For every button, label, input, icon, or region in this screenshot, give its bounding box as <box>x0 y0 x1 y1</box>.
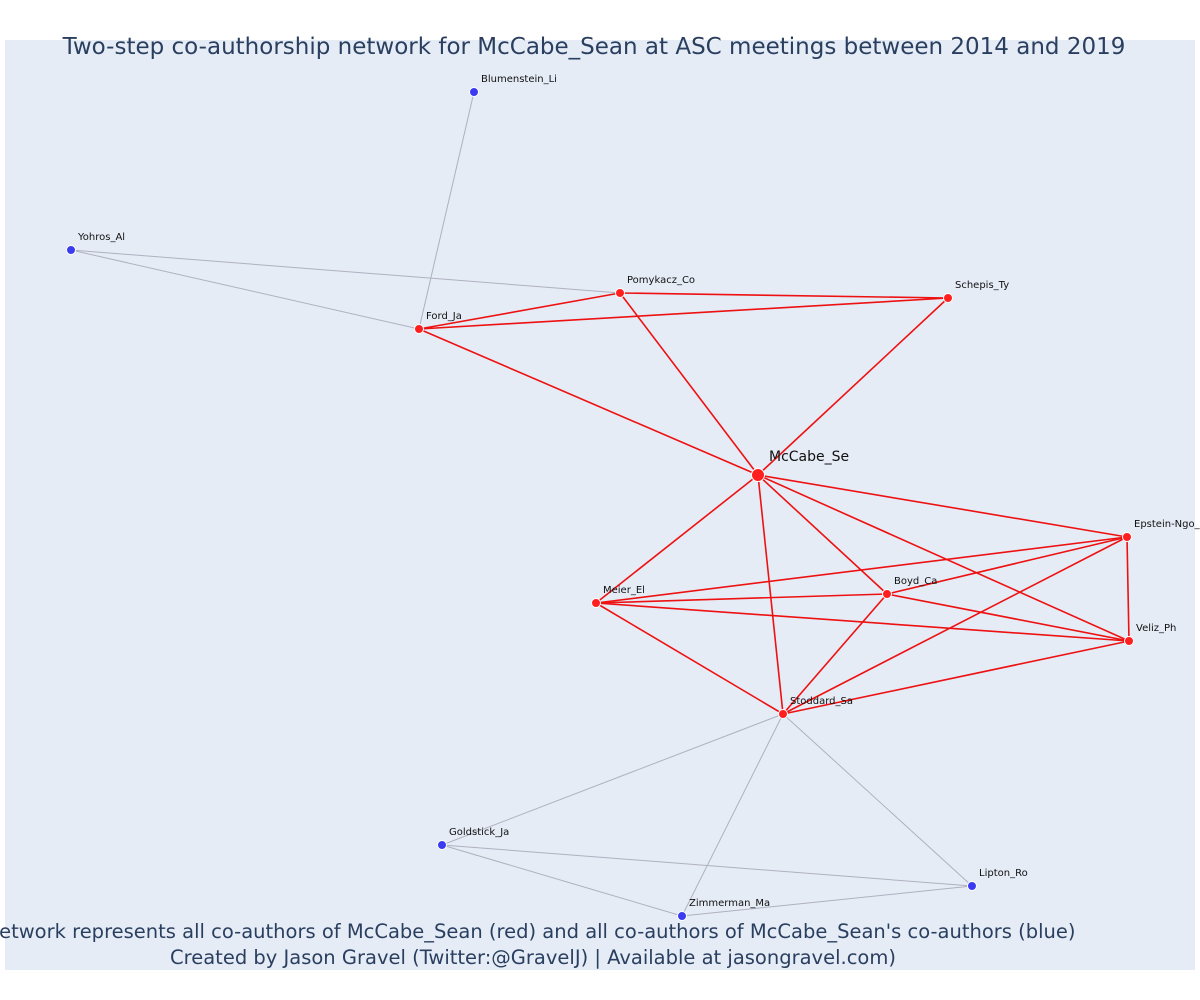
edge-McCabe_Se-Veliz_Ph <box>757 474 1130 642</box>
node-Blumenstein_Li[interactable] <box>469 87 479 97</box>
edge-McCabe_Se-Boyd_Ca <box>757 474 888 595</box>
node-Veliz_Ph[interactable] <box>1124 636 1134 646</box>
edge-McCabe_Se-Stoddard_Sa <box>757 474 784 715</box>
edge-Boyd_Ca-Epstein-Ngo_ <box>886 536 1128 595</box>
edge-Meier_El-Boyd_Ca <box>595 593 888 604</box>
node-label-Pomykacz_Co: Pomykacz_Co <box>627 275 695 286</box>
edge-Boyd_Ca-Stoddard_Sa <box>782 593 888 715</box>
node-label-Zimmerman_Ma: Zimmerman_Ma <box>689 898 770 909</box>
edge-Epstein-Ngo_-Veliz_Ph <box>1126 536 1130 642</box>
node-label-Schepis_Ty: Schepis_Ty <box>955 280 1009 291</box>
node-label-Goldstick_Ja: Goldstick_Ja <box>449 827 509 838</box>
edge-Meier_El-Stoddard_Sa <box>595 602 784 715</box>
node-label-McCabe_Se: McCabe_Se <box>769 449 849 465</box>
edge-Pomykacz_Co-Schepis_Ty <box>619 292 949 299</box>
edge-Veliz_Ph-Stoddard_Sa <box>782 640 1130 715</box>
node-label-Yohros_Al: Yohros_Al <box>77 232 125 243</box>
node-Boyd_Ca[interactable] <box>882 589 892 599</box>
node-Zimmerman_Ma[interactable] <box>677 911 687 921</box>
edge-Stoddard_Sa-Lipton_Ro <box>782 713 973 887</box>
node-Epstein-Ngo_[interactable] <box>1122 532 1132 542</box>
edge-Ford_Ja-Schepis_Ty <box>418 297 949 330</box>
caption-line-1: Network represents all co-authors of McC… <box>0 920 1076 943</box>
node-Lipton_Ro[interactable] <box>967 881 977 891</box>
node-label-Epstein-Ngo_: Epstein-Ngo_ <box>1134 519 1200 530</box>
edge-McCabe_Se-Ford_Ja <box>418 328 759 476</box>
edge-Ford_Ja-Pomykacz_Co <box>418 292 621 330</box>
node-label-Blumenstein_Li: Blumenstein_Li <box>481 74 557 85</box>
edge-Goldstick_Ja-Zimmerman_Ma <box>441 844 683 917</box>
plot-background <box>5 40 1195 970</box>
edge-Zimmerman_Ma-Lipton_Ro <box>681 885 973 917</box>
node-label-Boyd_Ca: Boyd_Ca <box>894 576 937 587</box>
edge-Goldstick_Ja-Lipton_Ro <box>441 844 973 887</box>
node-McCabe_Se[interactable] <box>751 468 765 482</box>
edge-Stoddard_Sa-Goldstick_Ja <box>441 713 784 846</box>
node-label-Ford_Ja: Ford_Ja <box>426 311 462 322</box>
node-label-Lipton_Ro: Lipton_Ro <box>979 868 1028 879</box>
node-Yohros_Al[interactable] <box>66 245 76 255</box>
node-Stoddard_Sa[interactable] <box>778 709 788 719</box>
chart-title: Two-step co-authorship network for McCab… <box>62 34 1126 60</box>
edge-Boyd_Ca-Veliz_Ph <box>886 593 1130 642</box>
edge-Stoddard_Sa-Zimmerman_Ma <box>681 713 784 917</box>
node-Ford_Ja[interactable] <box>414 324 424 334</box>
node-label-Veliz_Ph: Veliz_Ph <box>1136 623 1176 634</box>
edge-Ford_Ja-Yohros_Al <box>70 249 420 330</box>
edge-McCabe_Se-Schepis_Ty <box>757 297 949 476</box>
node-Schepis_Ty[interactable] <box>943 293 953 303</box>
label-layer: McCabe_Se Ford_Ja Pomykacz_Co Schepis_TyEps… <box>77 74 1200 909</box>
edge-Epstein-Ngo_-Stoddard_Sa <box>782 536 1128 715</box>
edge-McCabe_Se-Meier_El <box>595 474 759 604</box>
caption-line-2: Created by Jason Gravel (Twitter:@Gravel… <box>170 946 896 969</box>
edge-Pomykacz_Co-Yohros_Al <box>70 249 621 294</box>
node-label-Meier_El: Meier_El <box>603 585 645 596</box>
node-Pomykacz_Co[interactable] <box>615 288 625 298</box>
node-layer <box>66 87 1134 921</box>
node-label-Stoddard_Sa: Stoddard_Sa <box>790 696 853 707</box>
edge-Ford_Ja-Blumenstein_Li <box>418 91 475 330</box>
edge-McCabe_Se-Epstein-Ngo_ <box>757 474 1128 538</box>
edge-Meier_El-Epstein-Ngo_ <box>595 536 1128 604</box>
edge-layer <box>70 91 1130 917</box>
node-Meier_El[interactable] <box>591 598 601 608</box>
edge-McCabe_Se-Pomykacz_Co <box>619 292 759 476</box>
node-Goldstick_Ja[interactable] <box>437 840 447 850</box>
